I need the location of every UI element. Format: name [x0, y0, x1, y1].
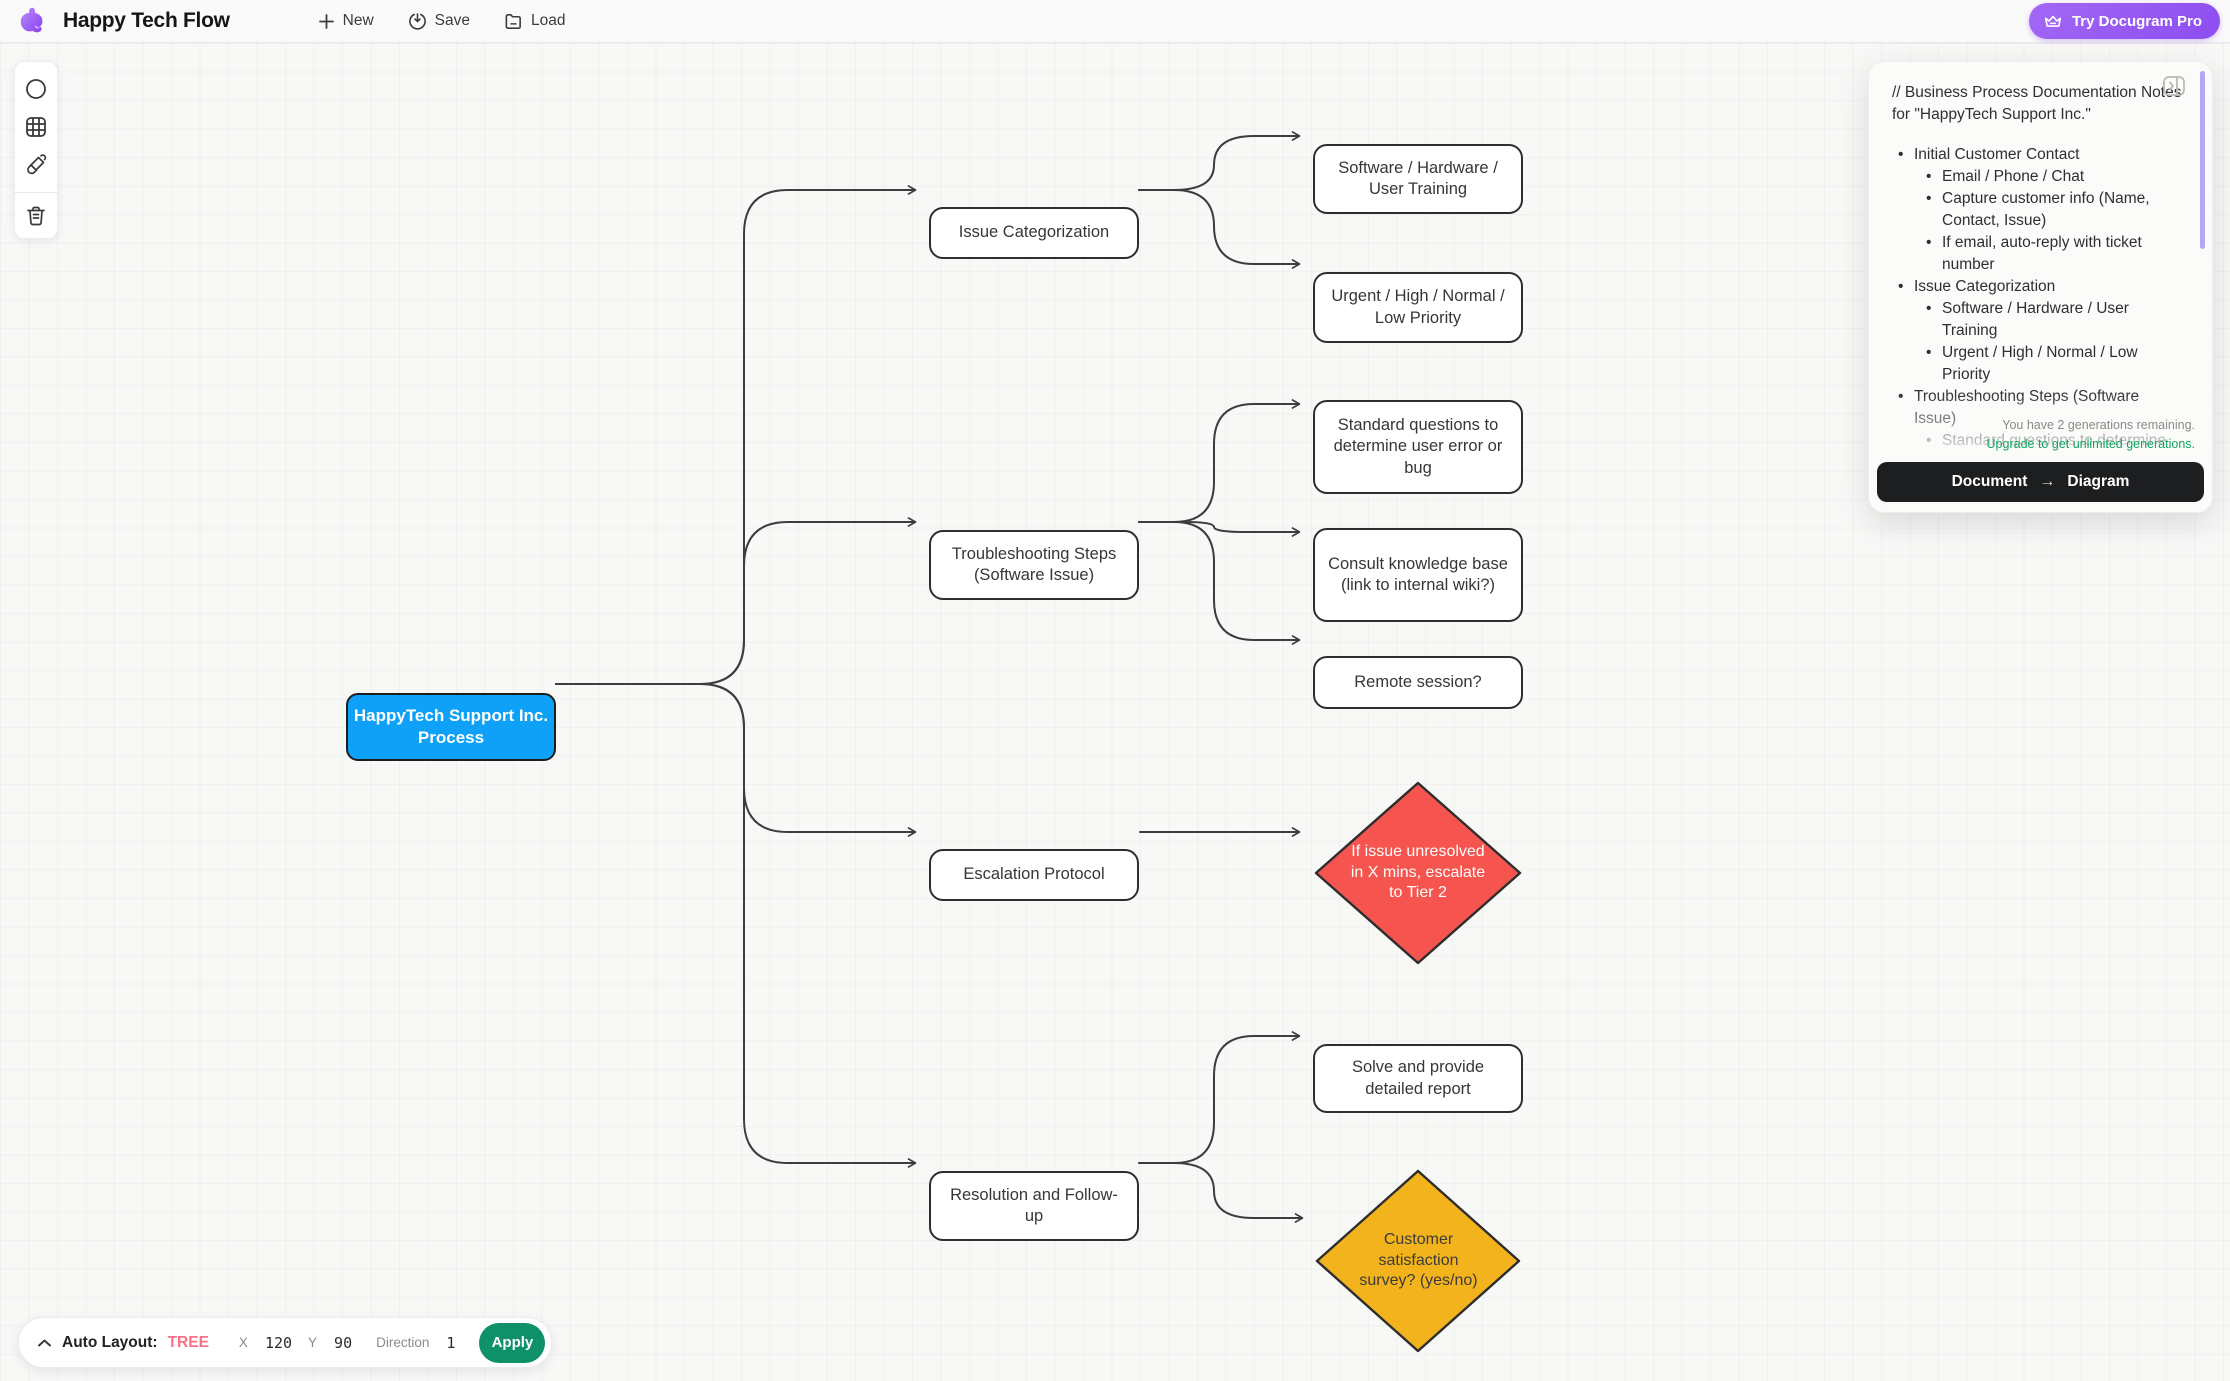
- edge-root-troubleshooting: [555, 517, 917, 685]
- notes-bullet: Issue Categorization: [1892, 276, 2182, 298]
- node-urgent-priority[interactable]: Urgent / High / Normal / Low Priority: [1313, 272, 1523, 343]
- node-label: Standard questions to determine user err…: [1333, 416, 1503, 477]
- node-label: Remote session?: [1354, 672, 1482, 691]
- document-to-diagram-button[interactable]: Document → Diagram: [1877, 462, 2204, 502]
- node-label: Issue Categorization: [958, 223, 1110, 242]
- node-consult-kb[interactable]: Consult knowledge base (link to internal…: [1313, 528, 1523, 622]
- ellipse-tool-button[interactable]: [18, 72, 54, 105]
- diagram-canvas[interactable]: HappyTech Support Inc. Process Issue Cat…: [0, 43, 2230, 1381]
- notes-bullet: If email, auto-reply with ticket number: [1892, 232, 2182, 276]
- panel-scrollbar[interactable]: [2200, 71, 2205, 249]
- panel-collapse-button[interactable]: [2162, 75, 2186, 97]
- node-satisfaction-survey-diamond[interactable]: Customer satisfaction survey? (yes/no): [1315, 1168, 1522, 1354]
- node-solve-report[interactable]: Solve and provide detailed report: [1313, 1044, 1523, 1113]
- save-button-label: Save: [434, 12, 470, 29]
- upgrade-link[interactable]: Upgrade to get unlimited generations.: [1986, 437, 2195, 451]
- node-label: Escalation Protocol: [963, 865, 1105, 884]
- edge-root-resolution: [555, 683, 917, 1168]
- diamond-shape: [1314, 781, 1522, 965]
- node-label: Solve and provide detailed report: [1351, 1058, 1485, 1098]
- plus-icon: [318, 13, 334, 29]
- node-label: Customer satisfaction survey? (yes/no): [1359, 1230, 1478, 1290]
- edge-troubleshooting-remote: [1138, 521, 1301, 645]
- collapse-bar-button[interactable]: [37, 1338, 52, 1348]
- new-button-label: New: [342, 12, 374, 29]
- chevron-up-icon: [38, 1339, 51, 1346]
- node-issue-categorization[interactable]: Issue Categorization: [929, 207, 1139, 259]
- notes-bullet: Initial Customer Contact: [1892, 144, 2182, 166]
- apply-button[interactable]: Apply: [479, 1322, 546, 1363]
- arrow-right-icon: →: [2039, 473, 2056, 490]
- x-spacing-label: X: [238, 1335, 248, 1350]
- load-button[interactable]: Load: [504, 12, 565, 31]
- notes-title: // Business Process Documentation Notes …: [1892, 84, 2186, 123]
- document-notes-panel: // Business Process Documentation Notes …: [1868, 61, 2213, 513]
- edge-root-issue: [555, 185, 917, 685]
- shape-toolbar: [14, 61, 58, 239]
- generations-remaining-text: You have 2 generations remaining.: [2002, 418, 2195, 432]
- node-root[interactable]: HappyTech Support Inc. Process: [346, 693, 556, 761]
- node-label: If issue unresolved in X mins, escalate …: [1350, 842, 1486, 902]
- edge-resolution-solve: [1138, 1031, 1301, 1164]
- app-header: Happy Tech Flow New Save Load Try Docugr…: [0, 0, 2230, 43]
- node-label: Software / Hardware / User Training: [1338, 158, 1498, 198]
- node-label: Consult knowledge base (link to internal…: [1328, 554, 1508, 594]
- y-spacing-label: Y: [308, 1335, 318, 1350]
- node-label: Resolution and Follow-up: [950, 1185, 1118, 1225]
- auto-layout-label: Auto Layout:: [62, 1333, 158, 1351]
- node-label: Urgent / High / Normal / Low Priority: [1331, 287, 1505, 327]
- toolbar-divider: [14, 191, 58, 193]
- load-icon: [505, 13, 521, 29]
- notes-bullet: Urgent / High / Normal / Low Priority: [1892, 342, 2182, 386]
- grid-tool-button[interactable]: [18, 110, 54, 143]
- notes-bullet-list: Initial Customer Contact Email / Phone /…: [1892, 144, 2182, 452]
- node-software-hardware[interactable]: Software / Hardware / User Training: [1313, 144, 1523, 214]
- circle-icon: [26, 78, 46, 99]
- try-pro-button[interactable]: Try Docugram Pro: [2028, 3, 2220, 39]
- crown-icon: [2044, 15, 2062, 27]
- direction-label: Direction: [376, 1335, 430, 1350]
- node-escalation[interactable]: Escalation Protocol: [929, 849, 1139, 901]
- save-icon: [408, 12, 426, 30]
- y-spacing-value[interactable]: 90: [334, 1333, 353, 1352]
- auto-layout-bar: Auto Layout: TREE X 120 Y 90 Direction 1…: [18, 1317, 553, 1368]
- brush-icon: [27, 154, 47, 175]
- notes-bullet: Software / Hardware / User Training: [1892, 298, 2182, 342]
- edge-resolution-survey: [1138, 1162, 1304, 1223]
- edge-troubleshooting-questions: [1138, 399, 1301, 523]
- load-button-label: Load: [531, 12, 566, 29]
- edge-issue-urgent: [1138, 189, 1301, 269]
- app-logo-icon: [20, 7, 43, 33]
- edge-issue-software: [1138, 131, 1301, 191]
- convert-from-label: Document: [1951, 473, 2028, 490]
- brush-tool-button[interactable]: [18, 149, 54, 182]
- notes-bullet: Email / Phone / Chat: [1892, 166, 2182, 188]
- node-label: Troubleshooting Steps (Software Issue): [951, 544, 1117, 584]
- node-standard-questions[interactable]: Standard questions to determine user err…: [1313, 400, 1523, 494]
- notes-bullet: Capture customer info (Name, Contact, Is…: [1892, 188, 2182, 232]
- node-resolution[interactable]: Resolution and Follow-up: [929, 1171, 1139, 1241]
- layout-mode-value[interactable]: TREE: [167, 1333, 209, 1351]
- node-label: HappyTech Support Inc. Process: [353, 705, 549, 747]
- try-pro-label: Try Docugram Pro: [2071, 12, 2202, 30]
- node-remote-session[interactable]: Remote session?: [1313, 656, 1523, 709]
- node-troubleshooting[interactable]: Troubleshooting Steps (Software Issue): [929, 530, 1139, 600]
- delete-tool-button[interactable]: [18, 200, 54, 233]
- edge-troubleshooting-kb: [1138, 521, 1301, 537]
- diamond-shape: [1315, 1169, 1521, 1353]
- node-escalate-tier2-diamond[interactable]: If issue unresolved in X mins, escalate …: [1313, 780, 1523, 966]
- new-button[interactable]: New: [318, 12, 374, 30]
- convert-to-label: Diagram: [2067, 473, 2130, 490]
- save-button[interactable]: Save: [408, 12, 470, 31]
- x-spacing-value[interactable]: 120: [264, 1333, 293, 1352]
- grid-icon: [26, 116, 46, 137]
- direction-value[interactable]: 1: [446, 1333, 456, 1352]
- collapse-panel-icon: [2163, 76, 2185, 96]
- edge-root-escalation: [555, 683, 917, 837]
- page-title: Happy Tech Flow: [63, 9, 230, 32]
- document-editor[interactable]: // Business Process Documentation Notes …: [1869, 62, 2212, 462]
- trash-icon: [27, 206, 45, 226]
- header-menu: New Save Load: [318, 12, 565, 31]
